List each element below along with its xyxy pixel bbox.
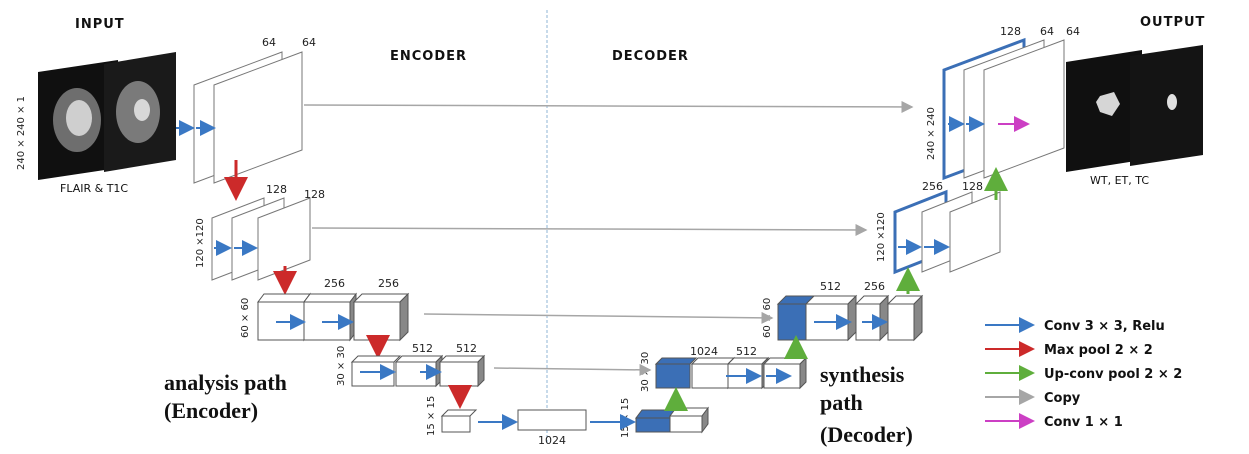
cube-d4d: [764, 358, 806, 388]
channel-e4b: 512: [456, 342, 477, 355]
synthesis-path-sublabel: (Decoder): [820, 422, 913, 447]
feature-map-e1b: [214, 52, 302, 183]
input-header: INPUT: [75, 17, 125, 32]
encoder-level-3: [258, 294, 408, 340]
bottleneck-block: [518, 410, 586, 430]
dim-15-encoder: 15 × 15: [426, 396, 437, 436]
encoder-header: ENCODER: [390, 49, 467, 64]
channel-e4a: 512: [412, 342, 433, 355]
copy-arrow-level-1: [304, 105, 912, 107]
dim-240-input: 240 × 240 × 1: [16, 96, 27, 170]
cube-e3b: [304, 294, 356, 340]
legend-maxpool: Max pool 2 × 2: [1044, 343, 1153, 358]
encoder-level-2: [212, 198, 310, 280]
channel-e1b: 64: [302, 36, 316, 49]
cube-e3a: [258, 294, 310, 340]
input-images: [38, 52, 176, 180]
cube-d4c: [728, 358, 768, 388]
analysis-path-label: analysis path: [164, 370, 287, 395]
channel-e2b: 128: [304, 188, 325, 201]
channel-d2b: 128: [962, 180, 983, 193]
synthesis-path-label-2: path: [820, 390, 863, 415]
copy-arrow-level-2: [312, 228, 866, 230]
output-caption: WT, ET, TC: [1090, 174, 1149, 187]
dim-30-decoder: 30 × 30: [640, 352, 651, 392]
channel-d3a: 512: [820, 280, 841, 293]
decoder-header: DECODER: [612, 49, 689, 64]
legend-copy: Copy: [1044, 391, 1081, 406]
channel-d1b: 64: [1040, 25, 1054, 38]
output-header: OUTPUT: [1140, 15, 1205, 30]
channel-d4b: 512: [736, 345, 757, 358]
channel-e1a: 64: [262, 36, 276, 49]
dim-15-decoder: 15 × 15: [620, 398, 631, 438]
legend: Conv 3 × 3, Relu Max pool 2 × 2 Up-conv …: [985, 319, 1182, 430]
dim-240-output: 240 × 240: [926, 107, 937, 160]
legend-upconv: Up-conv pool 2 × 2: [1044, 367, 1182, 382]
decoder-level-1: [944, 40, 1064, 178]
channel-d1c: 64: [1066, 25, 1080, 38]
output-image-2: [1130, 45, 1203, 166]
channel-d4a: 1024: [690, 345, 718, 358]
encoder-level-1: [194, 52, 302, 183]
legend-conv: Conv 3 × 3, Relu: [1044, 319, 1165, 334]
copy-arrow-level-4: [494, 368, 650, 370]
dim-30-encoder: 30 × 30: [336, 346, 347, 386]
dim-120-encoder: 120 ×120: [195, 218, 206, 268]
bottleneck-level: [442, 408, 708, 432]
channel-d2a: 256: [922, 180, 943, 193]
output-images: [1066, 45, 1203, 172]
cube-d3c: [856, 296, 888, 340]
channel-e2a: 128: [266, 183, 287, 196]
channel-e3b: 256: [378, 277, 399, 290]
cube-d3d: [888, 296, 922, 340]
decoder-level-3: [778, 296, 922, 340]
copy-arrow-level-3: [424, 314, 772, 318]
channel-e3a: 256: [324, 277, 345, 290]
channel-d1a: 128: [1000, 25, 1021, 38]
channel-d3b: 256: [864, 280, 885, 293]
channel-bottleneck: 1024: [538, 434, 566, 447]
cube-e3c: [354, 294, 408, 340]
dim-60-encoder: 60 × 60: [240, 298, 251, 338]
cube-e4c: [440, 356, 484, 386]
cube-d3b: [806, 296, 856, 340]
dim-120-decoder: 120 ×120: [876, 212, 887, 262]
cube-d4a: [656, 358, 696, 388]
analysis-path-sublabel: (Encoder): [164, 398, 258, 423]
cube-b4: [670, 408, 708, 432]
decoder-level-2: [895, 192, 1000, 272]
cube-b1: [442, 410, 476, 432]
legend-conv1x1: Conv 1 × 1: [1044, 415, 1123, 430]
input-caption: FLAIR & T1C: [60, 182, 128, 195]
synthesis-path-label: synthesis: [820, 362, 905, 387]
decoder-level-4: [656, 358, 806, 388]
